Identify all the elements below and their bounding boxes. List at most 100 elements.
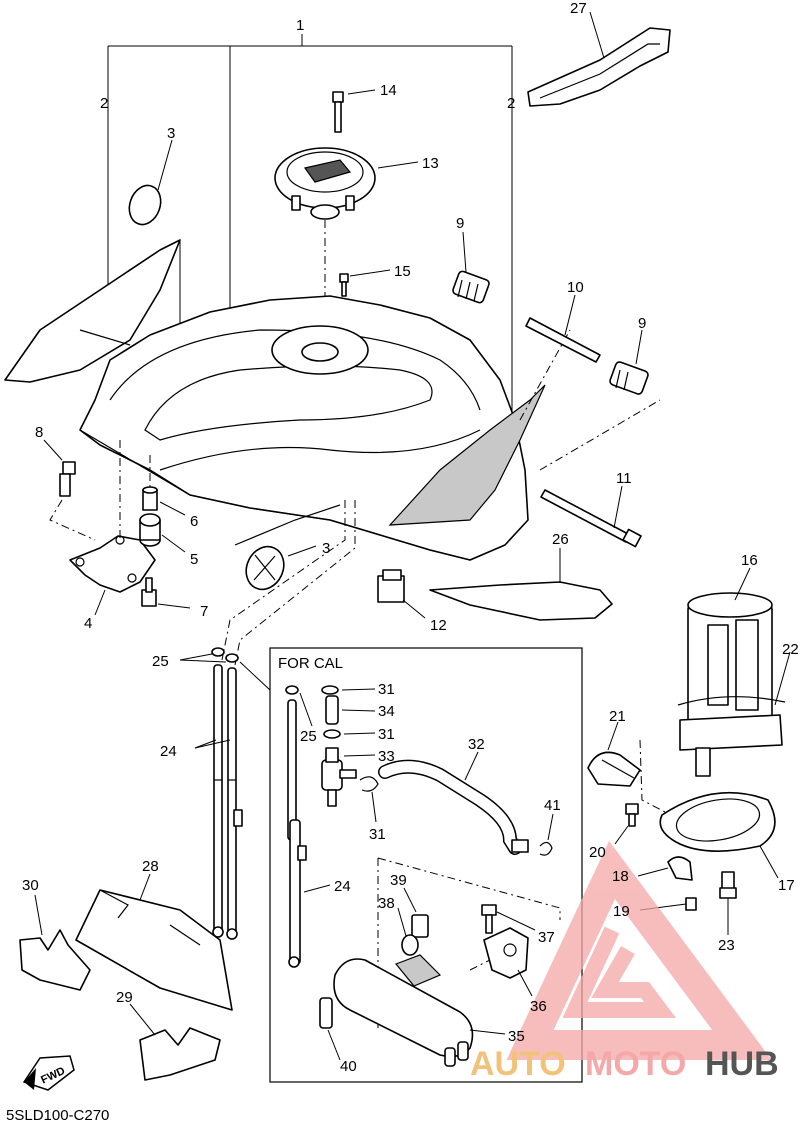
screw-15 xyxy=(339,269,391,297)
callout-31-a: 31 xyxy=(378,681,395,698)
automotohub-logo xyxy=(506,840,772,1060)
gasket-17 xyxy=(659,791,779,879)
screw-37 xyxy=(481,904,536,934)
callout-11: 11 xyxy=(616,470,632,487)
callout-29: 29 xyxy=(116,989,133,1006)
collar-6 xyxy=(142,486,186,516)
cal-box-label: FOR CAL xyxy=(278,655,343,672)
callout-3-bottom: 3 xyxy=(322,540,330,557)
callout-6: 6 xyxy=(190,513,198,530)
valve-33 xyxy=(321,747,376,807)
pump-dash xyxy=(639,739,666,813)
clip-31-a xyxy=(321,685,376,695)
fitting-39 xyxy=(403,887,429,938)
canister-35 xyxy=(333,954,506,1067)
screw-20 xyxy=(614,803,639,845)
callout-30: 30 xyxy=(22,877,39,894)
watermark-auto: AUTO xyxy=(470,1045,566,1083)
callout-18: 18 xyxy=(612,868,629,885)
watermark-moto: MOTO xyxy=(585,1045,686,1083)
callout-41: 41 xyxy=(544,797,561,814)
collar-10 xyxy=(525,294,601,363)
callout-36: 36 xyxy=(530,998,547,1015)
hose-40 xyxy=(319,997,341,1061)
callout-9-bottom: 9 xyxy=(638,315,646,332)
hose-34 xyxy=(325,695,376,725)
fitting-38 xyxy=(397,907,419,956)
callout-40: 40 xyxy=(340,1058,357,1075)
callout-22: 22 xyxy=(782,641,799,658)
callout-12: 12 xyxy=(430,617,447,634)
clamp-18 xyxy=(637,856,693,881)
clip-12 xyxy=(377,569,426,619)
callout-5: 5 xyxy=(190,551,198,568)
callout-27: 27 xyxy=(570,0,587,17)
callout-39: 39 xyxy=(390,872,407,889)
watermark-text: AUTO MOTO HUB xyxy=(470,1045,779,1083)
callout-21: 21 xyxy=(609,708,626,725)
grommet-3-bottom xyxy=(245,545,317,591)
grommet-3-top xyxy=(128,139,173,226)
callout-7: 7 xyxy=(200,603,208,620)
callout-15: 15 xyxy=(394,263,411,280)
clip-31-c xyxy=(359,776,379,823)
hoses-24-left xyxy=(194,664,243,940)
callout-2-left: 2 xyxy=(100,95,108,112)
clamp-21 xyxy=(587,721,641,787)
clip-41 xyxy=(539,813,554,856)
clips-25-left xyxy=(179,647,239,663)
callout-labels: 1 2 2 3 3 4 5 6 7 8 9 9 10 11 12 13 14 1… xyxy=(6,0,799,1123)
watermark-hub: HUB xyxy=(705,1045,779,1083)
hose-24-cal xyxy=(287,699,331,968)
clip-31-b xyxy=(323,729,376,739)
hose-route-dash xyxy=(221,500,346,661)
callout-33: 33 xyxy=(378,748,395,765)
assembly-bracket-1 xyxy=(107,34,513,420)
callout-4: 4 xyxy=(84,615,92,632)
callout-34: 34 xyxy=(378,703,395,720)
callout-8: 8 xyxy=(35,424,43,441)
callout-26: 26 xyxy=(552,531,569,548)
bolt-11 xyxy=(540,485,642,548)
callout-32: 32 xyxy=(468,736,485,753)
callout-19: 19 xyxy=(613,903,630,920)
callout-1: 1 xyxy=(296,17,304,34)
bolt-8 xyxy=(43,439,96,541)
callout-38: 38 xyxy=(378,895,395,912)
callout-31-b: 31 xyxy=(378,726,395,743)
cal-box xyxy=(239,647,583,1083)
callout-25-cal: 25 xyxy=(300,728,317,745)
canister-dash-frame xyxy=(377,857,561,1030)
damper-9-bottom xyxy=(609,329,649,395)
hose-route-dash-2 xyxy=(234,500,356,666)
callout-17: 17 xyxy=(778,877,795,894)
callout-10: 10 xyxy=(567,279,584,296)
cover-30 xyxy=(19,894,91,991)
fuel-cap-13 xyxy=(274,147,419,330)
bolt-14 xyxy=(332,89,376,133)
bracket-36 xyxy=(469,927,533,997)
bolt-23 xyxy=(719,871,737,935)
damper-5 xyxy=(139,513,186,553)
callout-31-c: 31 xyxy=(369,826,386,843)
callout-14: 14 xyxy=(380,82,397,99)
damper-9-top xyxy=(452,231,490,304)
callout-9-top: 9 xyxy=(456,215,464,232)
clip-25-cal xyxy=(285,685,313,727)
fuel-tank-1 xyxy=(79,295,661,561)
cover-29 xyxy=(129,1003,221,1081)
callout-25-left: 25 xyxy=(152,653,169,670)
callout-2-right: 2 xyxy=(507,95,515,112)
decal-2-left xyxy=(4,239,181,383)
callout-28: 28 xyxy=(142,858,159,875)
gasket-22 xyxy=(677,651,791,706)
bolt-7 xyxy=(141,577,191,609)
decal-26 xyxy=(429,548,613,621)
fwd-arrow-icon: FWD xyxy=(22,1055,75,1091)
callout-35: 35 xyxy=(508,1028,525,1045)
callout-23: 23 xyxy=(718,937,735,954)
callout-16: 16 xyxy=(741,552,758,569)
callout-24-cal: 24 xyxy=(334,878,351,895)
